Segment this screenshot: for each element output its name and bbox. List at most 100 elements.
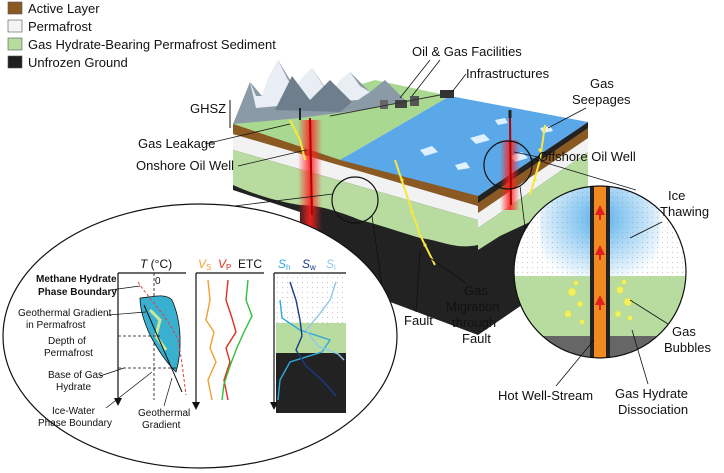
si-curve — [305, 281, 345, 361]
label-geo-perm-1: Geothermal Gradient — [18, 308, 112, 319]
legend-item-permafrost: Permafrost — [7, 19, 92, 34]
onshore-zoom-marker — [331, 176, 379, 224]
temp-axis-title: T (°C) — [140, 257, 172, 271]
fault-line — [394, 159, 436, 266]
sh-curve — [277, 299, 332, 401]
legend-item-active-layer: Active Layer — [7, 1, 100, 16]
geothermal-gradient — [143, 304, 183, 393]
label-gas-migration-2: Migration — [446, 299, 499, 314]
well-zoom-border — [513, 185, 687, 359]
velocity-panel — [192, 272, 264, 410]
gas-bubble — [579, 319, 585, 325]
ice-floe — [495, 118, 508, 125]
methane-phase-boundary — [137, 281, 187, 396]
leader-methane-boundary — [109, 285, 141, 291]
gas-leak-path — [289, 119, 306, 161]
gas-bubble — [614, 310, 622, 318]
gas-bubble — [410, 210, 414, 214]
zoom-leader-offshore-1 — [529, 157, 637, 191]
up-arrows — [595, 205, 605, 310]
label-hydrate-dissociation-2: Dissociation — [618, 402, 688, 417]
sat-unfrozen-zone — [276, 353, 346, 413]
gas-bubble — [564, 310, 572, 318]
gas-bubble — [538, 148, 542, 152]
label-ghsz: GHSZ — [190, 101, 226, 116]
legend-swatch-unfrozen-ground — [7, 55, 23, 69]
up-arrow-stem — [599, 254, 601, 260]
gas-bubble — [621, 279, 627, 285]
label-gas-bubbles-2: Bubbles — [664, 340, 711, 355]
saturation-panel — [270, 272, 346, 413]
label-offshore-oil-well: Offshore Oil Well — [538, 149, 636, 164]
vp-curve — [223, 279, 237, 401]
block-labels: Oil & Gas Facilities Infrastructures Gas… — [136, 44, 636, 346]
label-depth-perm-1: Depth of — [48, 336, 86, 347]
label-onshore-oil-well: Onshore Oil Well — [136, 158, 234, 173]
label-infrastructures: Infrastructures — [466, 66, 550, 81]
gas-bubble — [294, 130, 298, 134]
si-label: Si — [326, 257, 336, 272]
label-geothermal-1: Geothermal — [138, 408, 190, 419]
leader-hydrate-dissociation — [631, 329, 649, 385]
legend-swatch-active-layer — [7, 1, 23, 15]
legend-item-unfrozen-ground: Unfrozen Ground — [7, 55, 128, 70]
up-arrow-stem — [599, 214, 601, 220]
up-arrow-stem — [599, 304, 601, 310]
label-methane-boundary-2: Phase Boundary — [38, 287, 117, 298]
facility-building — [410, 96, 419, 106]
label-ice-water-2: Phase Boundary — [38, 418, 112, 429]
leader-seepages — [547, 107, 587, 129]
land-to-ocean-edge — [233, 124, 478, 200]
leader-base-hydrate — [99, 367, 125, 377]
label-base-hydrate-1: Base of Gas — [48, 370, 103, 381]
temperature-panel — [114, 272, 187, 406]
gas-bubbles-zoom — [564, 279, 633, 325]
label-geothermal-2: Gradient — [142, 420, 181, 431]
label-geo-perm-2: in Permafrost — [26, 320, 86, 331]
leader-gas-leakage — [204, 123, 291, 145]
hot-well-stream — [594, 186, 606, 358]
label-gas-migration-1: Gas — [464, 283, 488, 298]
gas-bubble — [576, 300, 584, 308]
sat-hydrate-zone — [276, 323, 346, 353]
vp-label: VP — [218, 257, 231, 272]
leader-geo-perm — [107, 311, 147, 316]
leader-ice-thawing — [629, 221, 663, 239]
etc-label: ETC — [238, 257, 262, 271]
gas-bubble — [616, 286, 624, 294]
sat-permafrost-zone — [276, 273, 346, 323]
right-face-hydrate — [478, 152, 588, 250]
ice-floe — [455, 162, 470, 170]
label-methane-boundary-1: Methane Hydrate — [36, 274, 117, 285]
sh-label: Sh — [278, 257, 290, 272]
up-arrow — [595, 245, 605, 255]
leader-facilities-1 — [399, 59, 431, 99]
legend-label-unfrozen-ground: Unfrozen Ground — [28, 55, 128, 70]
ice-floe — [420, 146, 438, 156]
label-ice-thawing-2: Thawing — [660, 204, 709, 219]
leader-gas-bubbles — [629, 299, 669, 325]
facility-building — [395, 100, 407, 108]
sw-label: Sw — [302, 257, 316, 272]
label-gas-seepages-1: Gas — [590, 76, 614, 91]
legend-label-permafrost: Permafrost — [28, 19, 92, 34]
mountain-range — [233, 60, 405, 124]
sat-depth-arrow — [270, 402, 278, 410]
label-base-hydrate-2: Hydrate — [56, 382, 91, 393]
label-ice-water-1: Ice-Water — [52, 406, 96, 417]
legend: Active Layer Permafrost Gas Hydrate-Bear… — [7, 1, 276, 70]
facilities — [299, 90, 512, 120]
gas-bubble — [533, 178, 537, 182]
label-hot-well-stream: Hot Well-Stream — [498, 388, 593, 403]
label-ice-thawing-1: Ice — [668, 188, 685, 203]
gas-bubble — [627, 315, 633, 321]
vs-label: VS — [198, 257, 211, 272]
offshore-zoom-marker — [483, 140, 533, 190]
zero-tick-label: 0 — [155, 276, 161, 287]
legend-label-active-layer: Active Layer — [28, 1, 100, 16]
etc-curve — [221, 279, 253, 401]
legend-swatch-hydrate-sediment — [7, 37, 23, 51]
ice-floe — [470, 134, 490, 144]
label-gas-migration-4: Fault — [462, 331, 491, 346]
